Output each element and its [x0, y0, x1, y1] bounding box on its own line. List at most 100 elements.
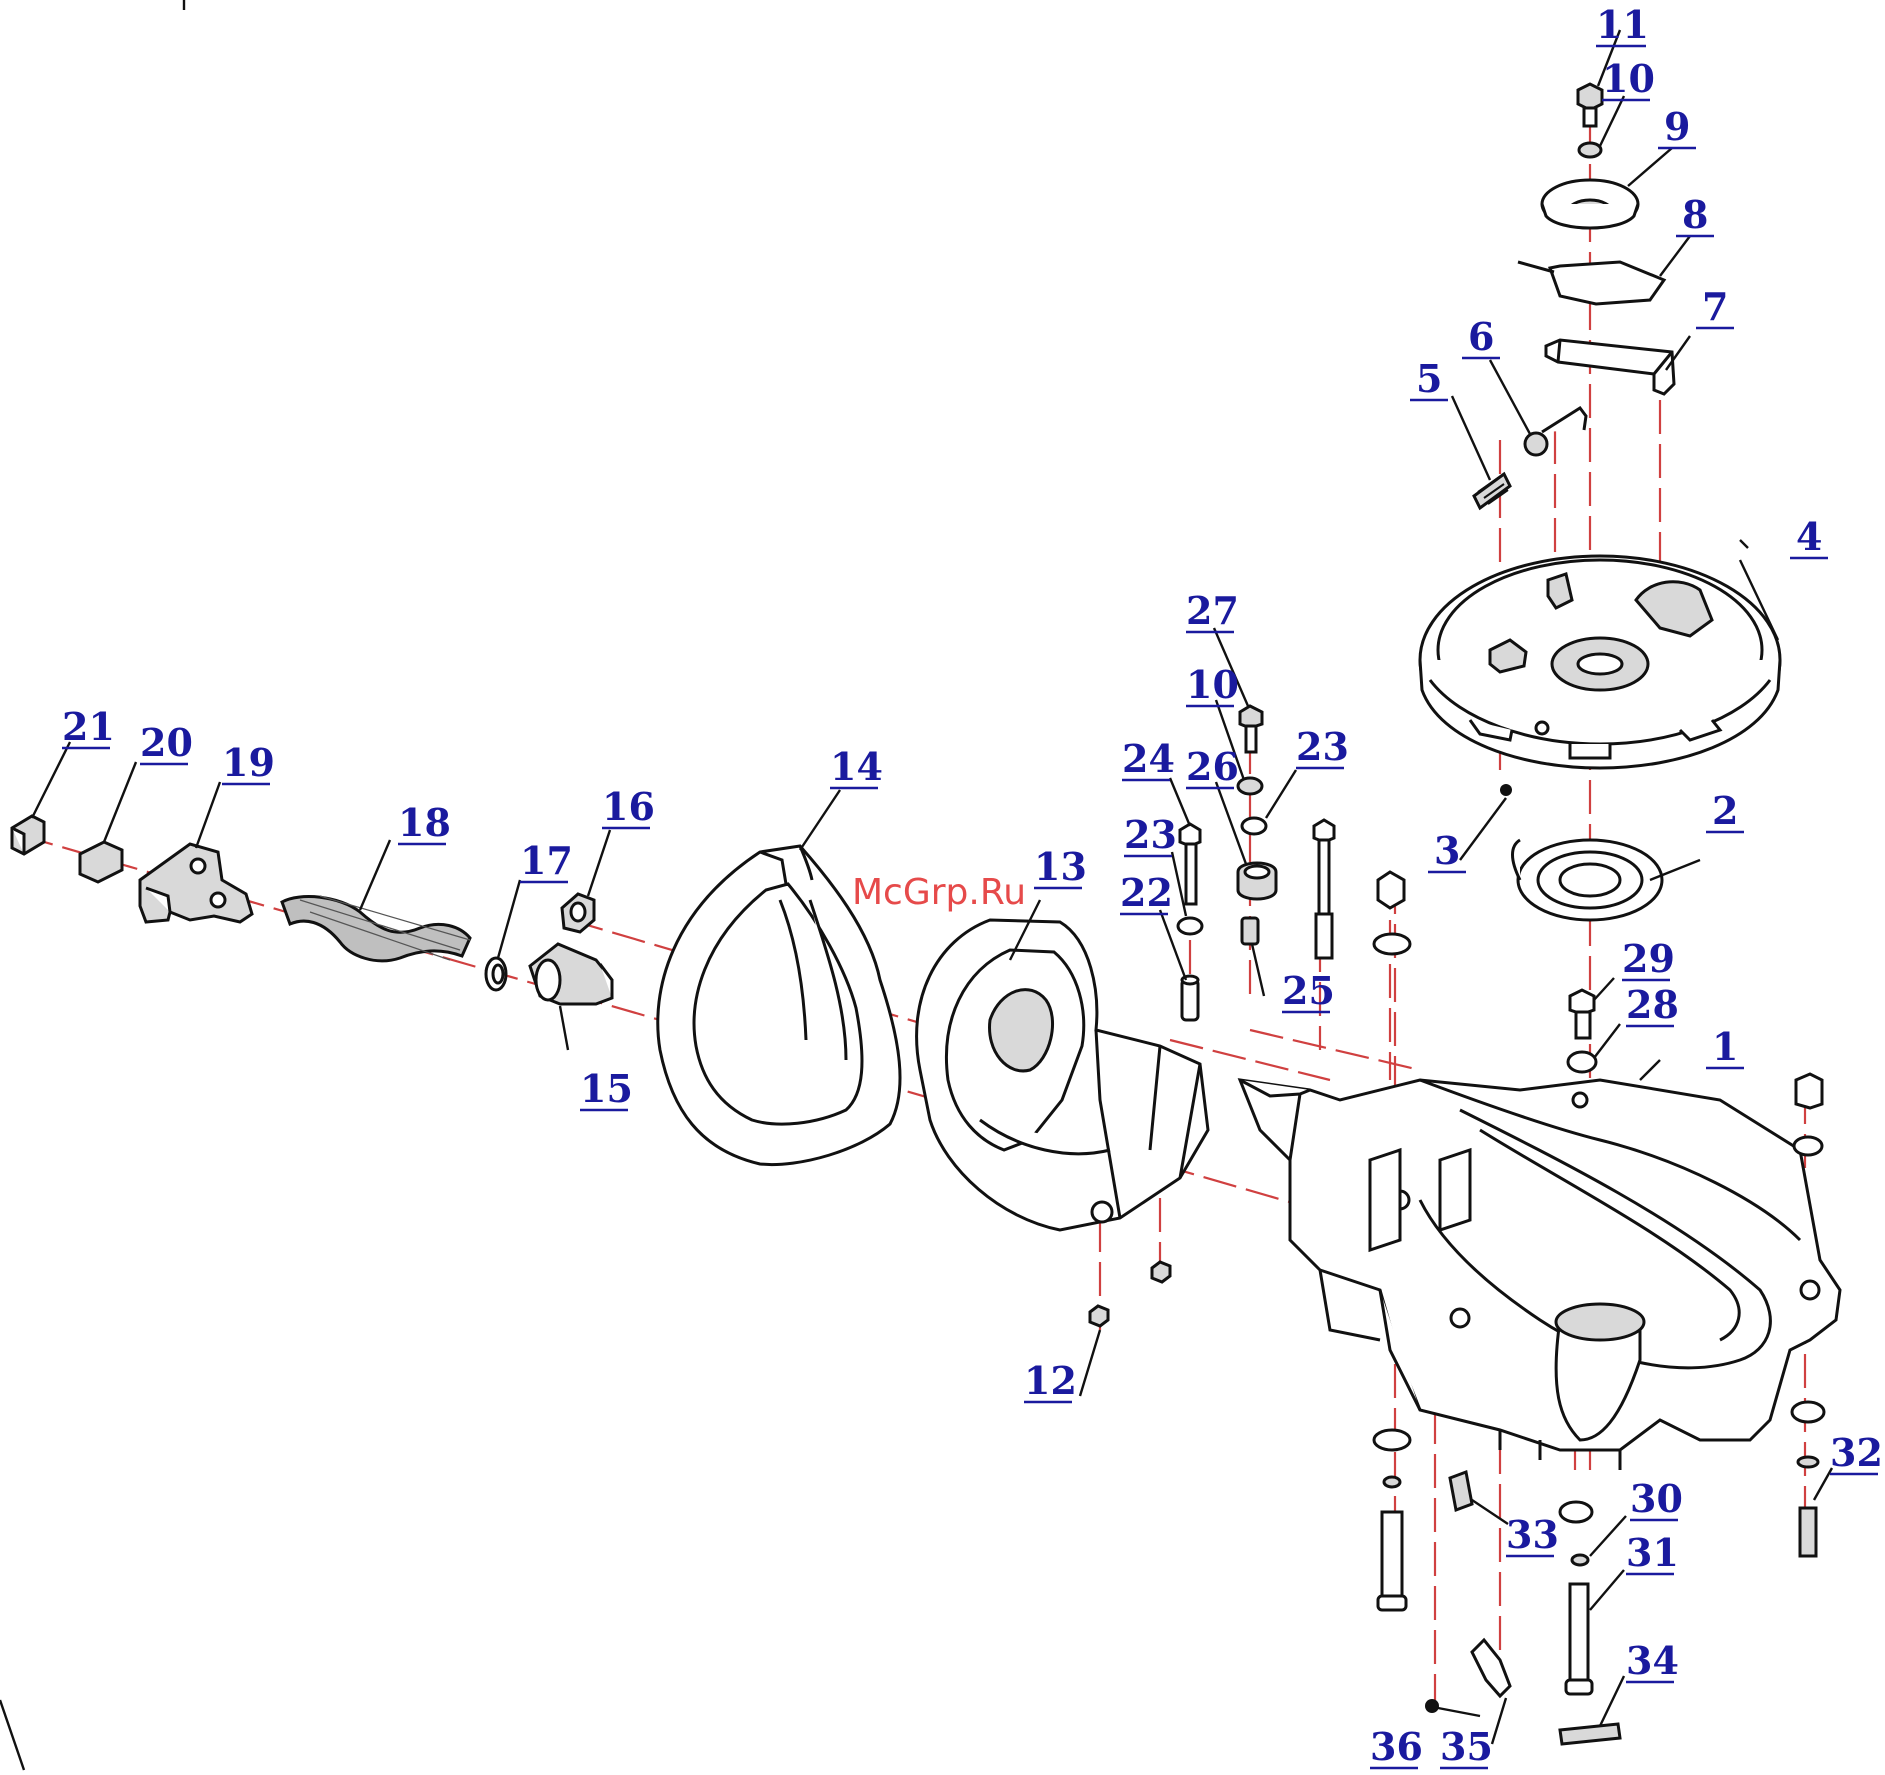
svg-text:30: 30 [1630, 1476, 1683, 1521]
part-9-cup [1542, 180, 1638, 228]
svg-text:23: 23 [1296, 724, 1349, 769]
label-part-32: 32 [1830, 1430, 1883, 1475]
part-28-washer [1568, 1052, 1596, 1072]
label-part-29: 29 [1622, 936, 1675, 981]
svg-text:21: 21 [62, 704, 115, 749]
label-part-34: 34 [1626, 1638, 1679, 1683]
label-part-26: 26 [1186, 744, 1239, 789]
svg-text:23: 23 [1124, 812, 1177, 857]
svg-text:27: 27 [1186, 588, 1239, 633]
label-part-1: 1 [1706, 1024, 1744, 1069]
label-part-8: 8 [1676, 192, 1714, 237]
part-5-spring [1474, 474, 1510, 508]
svg-text:12: 12 [1024, 1358, 1077, 1403]
part-34-spring [1560, 1724, 1620, 1744]
part-bolt-long [1314, 820, 1334, 958]
label-part-33: 33 [1506, 1512, 1559, 1557]
part-19-bracket [140, 844, 252, 922]
label-part-11: 11 [1596, 2, 1649, 47]
part-29-bolt [1570, 990, 1594, 1038]
svg-text:25: 25 [1282, 968, 1335, 1013]
part-36-pin [1425, 1699, 1480, 1716]
label-part-24: 24 [1122, 736, 1175, 781]
label-part-7: 7 [1696, 284, 1734, 329]
label-part-22: 22 [1120, 870, 1173, 915]
part-30-washer [1560, 1502, 1592, 1565]
label-part-23b: 23 [1296, 724, 1349, 769]
label-part-12: 12 [1024, 1358, 1077, 1403]
svg-text:36: 36 [1370, 1724, 1423, 1769]
part-bolt-cap [1374, 872, 1410, 954]
svg-text:4: 4 [1796, 514, 1822, 559]
svg-text:33: 33 [1506, 1512, 1559, 1557]
svg-text:3: 3 [1434, 828, 1460, 873]
label-part-9: 9 [1658, 104, 1696, 149]
svg-text:26: 26 [1186, 744, 1239, 789]
label-part-18: 18 [398, 800, 451, 845]
svg-text:14: 14 [830, 744, 883, 789]
label-part-10: 10 [1602, 56, 1655, 101]
label-part-23a: 23 [1124, 812, 1177, 857]
label-part-15: 15 [580, 1066, 633, 1111]
part-33-spring [1450, 1472, 1472, 1510]
part-bolt-right-top [1794, 1074, 1822, 1155]
part-31-bolt [1566, 1584, 1592, 1694]
part-17-ring [486, 958, 506, 990]
svg-text:34: 34 [1626, 1638, 1679, 1683]
label-part-3: 3 [1428, 828, 1466, 873]
label-part-25: 25 [1282, 968, 1335, 1013]
svg-text:7: 7 [1702, 284, 1728, 329]
part-7-arm [1546, 340, 1674, 394]
part-27-bolt [1240, 706, 1262, 752]
part-22-sleeve [1182, 976, 1198, 1020]
part-13-shroud [917, 920, 1208, 1230]
label-part-16: 16 [602, 784, 655, 829]
corner-mark-bottom [0, 1700, 24, 1770]
svg-text:35: 35 [1440, 1724, 1493, 1769]
svg-text:11: 11 [1596, 2, 1649, 47]
label-part-5: 5 [1410, 356, 1448, 401]
part-12-nut [1090, 1262, 1170, 1326]
label-part-30: 30 [1630, 1476, 1683, 1521]
part-25-spacer [1242, 918, 1258, 944]
svg-text:1: 1 [1712, 1024, 1738, 1069]
svg-text:31: 31 [1626, 1530, 1679, 1575]
part-4-starter-housing [1420, 556, 1780, 768]
part-3-pin [1500, 784, 1512, 796]
svg-text:28: 28 [1626, 982, 1679, 1027]
svg-text:32: 32 [1830, 1430, 1883, 1475]
label-part-4: 4 [1790, 514, 1828, 559]
part-1-crankcase [1240, 1080, 1840, 1470]
label-part-35: 35 [1440, 1724, 1493, 1769]
svg-text:13: 13 [1034, 844, 1087, 889]
svg-text:5: 5 [1416, 356, 1442, 401]
label-part-14: 14 [830, 744, 883, 789]
svg-text:18: 18 [398, 800, 451, 845]
label-part-21: 21 [62, 704, 115, 749]
label-part-10b: 10 [1186, 662, 1239, 707]
part-11-screw [1578, 84, 1602, 126]
part-35-lever [1472, 1640, 1510, 1696]
part-2-recoil-spring [1513, 840, 1663, 920]
label-part-17: 17 [520, 838, 573, 883]
svg-text:17: 17 [520, 838, 573, 883]
svg-text:16: 16 [602, 784, 655, 829]
part-15-bushing [530, 944, 612, 1004]
part-26-grommet [1238, 863, 1276, 899]
watermark-text: McGrp.Ru [852, 872, 1026, 913]
svg-text:22: 22 [1120, 870, 1173, 915]
svg-text:10: 10 [1602, 56, 1655, 101]
label-part-2: 2 [1706, 788, 1744, 833]
part-bolt-bottom-left [1374, 1430, 1410, 1610]
label-part-36: 36 [1370, 1724, 1423, 1769]
part-20-cap [80, 842, 122, 882]
label-part-28: 28 [1626, 982, 1679, 1027]
svg-text:29: 29 [1622, 936, 1675, 981]
svg-text:20: 20 [140, 720, 193, 765]
part-21-end-cap [12, 816, 44, 854]
label-part-27: 27 [1186, 588, 1239, 633]
svg-text:24: 24 [1122, 736, 1175, 781]
svg-text:6: 6 [1468, 314, 1494, 359]
part-32-bolt [1792, 1402, 1824, 1556]
